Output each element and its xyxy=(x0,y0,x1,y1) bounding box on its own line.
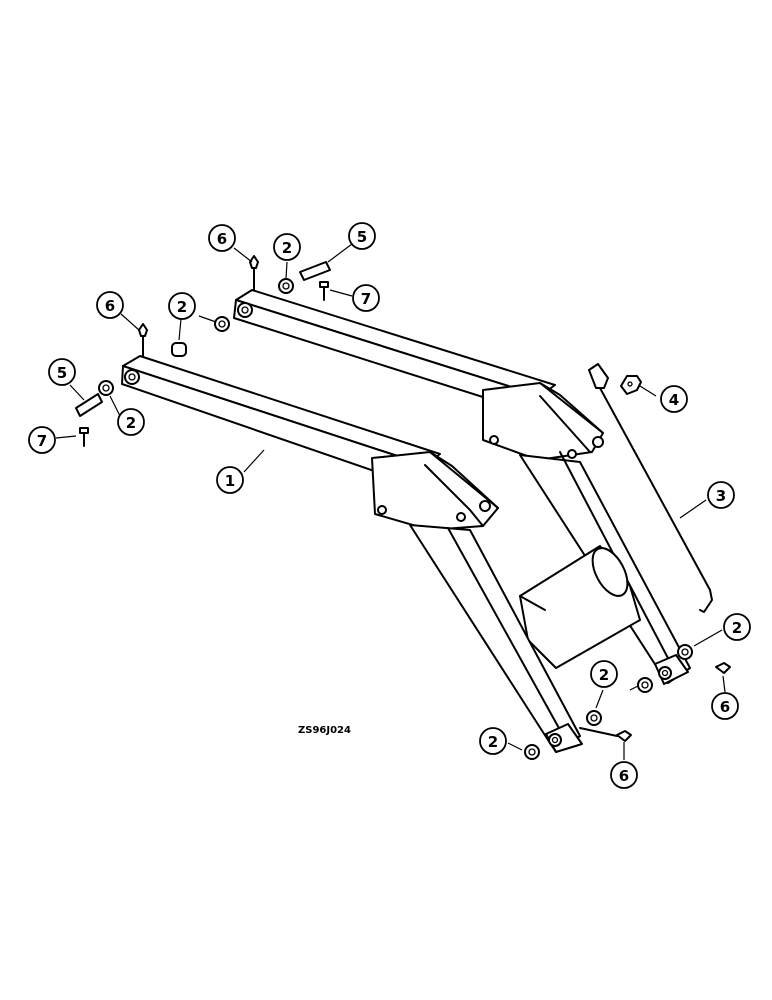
svg-text:6: 6 xyxy=(720,698,730,716)
svg-text:6: 6 xyxy=(619,767,629,785)
callout-5: 5 xyxy=(348,222,376,250)
callout-3: 3 xyxy=(707,481,735,509)
bushing xyxy=(637,677,653,693)
pin xyxy=(299,261,331,281)
svg-text:5: 5 xyxy=(57,364,67,382)
callout-2: 2 xyxy=(273,233,301,261)
bushing xyxy=(524,744,540,760)
callout-4: 4 xyxy=(660,385,688,413)
svg-text:6: 6 xyxy=(217,230,227,248)
bushing xyxy=(98,380,114,396)
svg-text:7: 7 xyxy=(37,432,47,450)
callout-1: 1 xyxy=(216,466,244,494)
callout-6: 6 xyxy=(96,291,124,319)
svg-text:2: 2 xyxy=(177,298,187,316)
svg-text:5: 5 xyxy=(357,228,367,246)
bushing xyxy=(677,644,693,660)
bolt xyxy=(319,281,329,301)
grease-fitting xyxy=(249,255,259,291)
svg-text:7: 7 xyxy=(361,290,371,308)
bushing xyxy=(171,342,187,357)
indicator-rod xyxy=(588,363,713,613)
callout-7: 7 xyxy=(352,284,380,312)
svg-text:2: 2 xyxy=(599,666,609,684)
svg-text:3: 3 xyxy=(716,487,726,505)
bushing xyxy=(214,316,230,332)
rod-guide xyxy=(620,375,642,395)
pin xyxy=(75,393,103,417)
svg-text:4: 4 xyxy=(669,391,679,409)
drawing-code: ZS96J024 xyxy=(298,725,351,736)
callout-6: 6 xyxy=(610,761,638,789)
svg-text:2: 2 xyxy=(488,733,498,751)
svg-text:2: 2 xyxy=(126,414,136,432)
callout-2: 2 xyxy=(168,292,196,320)
svg-text:2: 2 xyxy=(282,239,292,257)
bolt xyxy=(79,427,89,447)
svg-text:1: 1 xyxy=(225,472,235,490)
callout-6: 6 xyxy=(208,224,236,252)
callout-7: 7 xyxy=(28,426,56,454)
bushing xyxy=(278,278,294,294)
grease-fitting xyxy=(138,323,148,357)
svg-text:2: 2 xyxy=(732,619,742,637)
callout-2: 2 xyxy=(590,660,618,688)
leaders xyxy=(55,243,726,760)
svg-text:6: 6 xyxy=(105,297,115,315)
bushing xyxy=(586,710,602,726)
callout-5: 5 xyxy=(48,358,76,386)
callout-2: 2 xyxy=(479,727,507,755)
callout-2: 2 xyxy=(117,408,145,436)
left-boom-arm xyxy=(121,355,583,753)
callout-2: 2 xyxy=(723,613,751,641)
grease-fitting xyxy=(579,727,632,742)
grease-fitting xyxy=(715,662,731,674)
callout-6: 6 xyxy=(711,692,739,720)
